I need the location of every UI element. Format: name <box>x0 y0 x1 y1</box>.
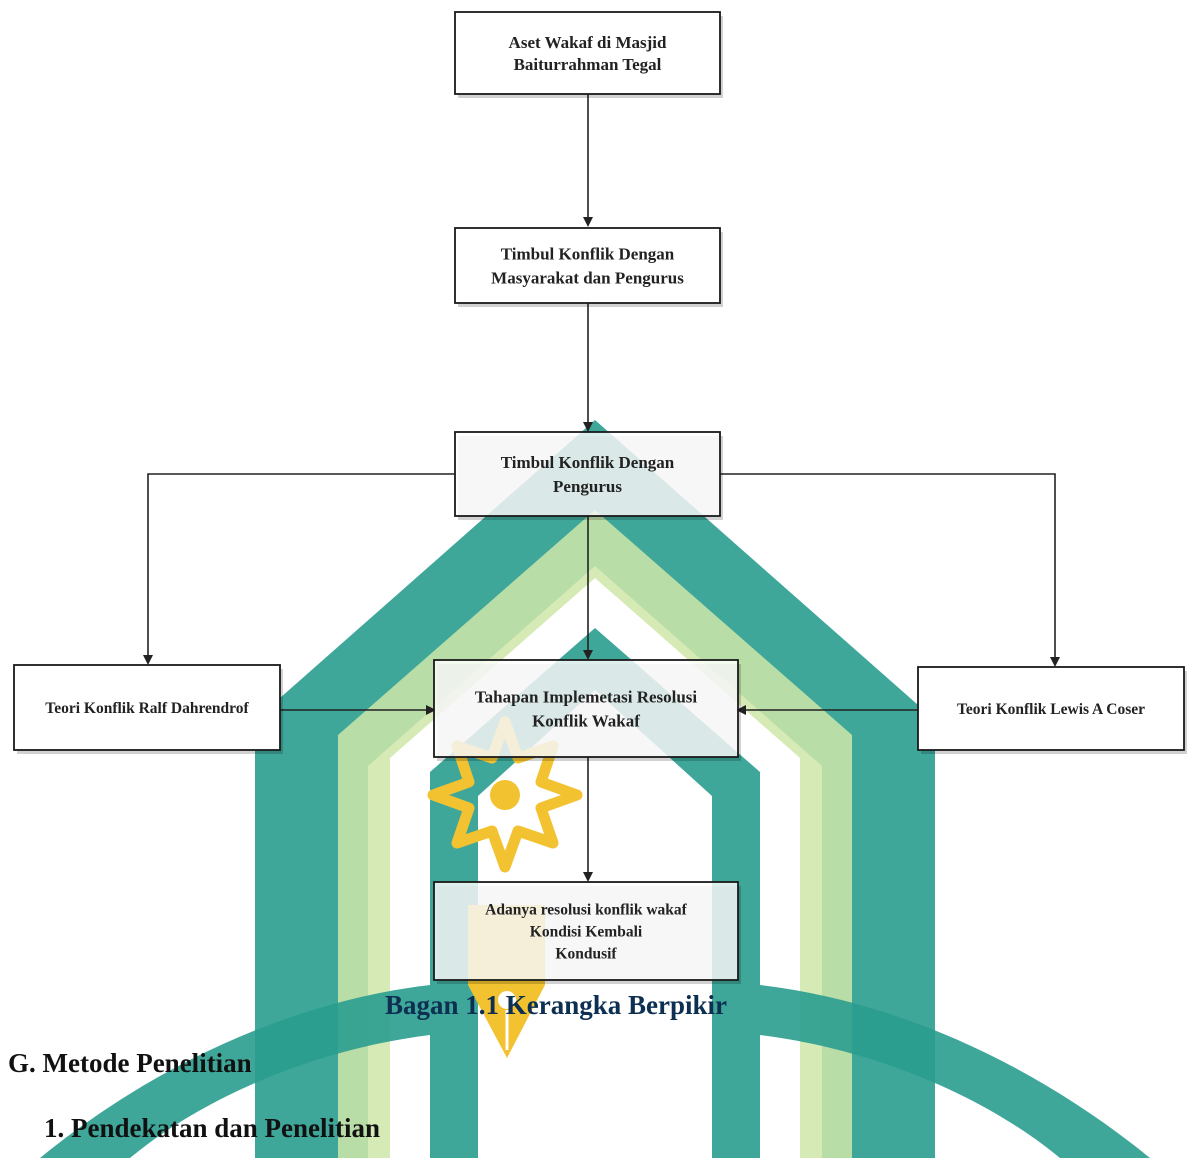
box-frame <box>917 666 1185 751</box>
box-label-line: Teori Konflik Lewis A Coser <box>957 701 1145 718</box>
box-label-line: Aset Wakaf di Masjid <box>509 33 667 52</box>
figure-caption: Bagan 1.1 Kerangka Berpikir <box>385 990 728 1020</box>
section-heading: G. Metode Penelitian <box>8 1048 252 1078</box>
box-label-line: Tahapan Implemetasi Resolusi <box>475 687 698 706</box>
box-frame <box>13 664 281 751</box>
arrow-timbul2-to-ralf <box>143 473 455 665</box>
box-label-line: Masyarakat dan Pengurus <box>491 268 684 287</box>
box-label-line: Kondusif <box>555 945 617 962</box>
box-label-line: Konflik Wakaf <box>532 711 640 730</box>
watermark-right-wing <box>760 985 1150 1158</box>
box-label-line: Pengurus <box>553 477 622 496</box>
box-frame <box>433 881 739 981</box>
watermark-star-emblem <box>427 716 583 873</box>
watermark-outer-arch <box>255 420 935 1158</box>
box-label-line: Teori Konflik Ralf Dahrendrof <box>45 700 249 717</box>
box-label-line: Adanya resolusi konflik wakaf <box>485 901 688 918</box>
watermark-inner-teal-arch <box>430 628 760 1158</box>
diagram-connectors <box>143 94 1060 882</box>
box-frame <box>454 431 721 517</box>
subsection-heading: 1. Pendekatan dan Penelitian <box>44 1113 381 1143</box>
box-frame <box>454 11 721 95</box>
box-lewis: Teori Konflik Lewis A Coser <box>917 666 1187 754</box>
box-label-line: Timbul Konflik Dengan <box>501 244 675 263</box>
box-frame <box>454 227 721 304</box>
box-label-line: Baiturrahman Tegal <box>514 55 662 74</box>
box-frame <box>433 659 739 758</box>
box-label-line: Timbul Konflik Dengan <box>501 453 675 472</box>
arrow-timbul2-to-lewis <box>720 473 1060 667</box>
box-ralf: Teori Konflik Ralf Dahrendrof <box>13 664 283 754</box>
watermark-left-wing <box>40 985 430 1158</box>
box-label-line: Kondisi Kembali <box>530 923 643 940</box>
